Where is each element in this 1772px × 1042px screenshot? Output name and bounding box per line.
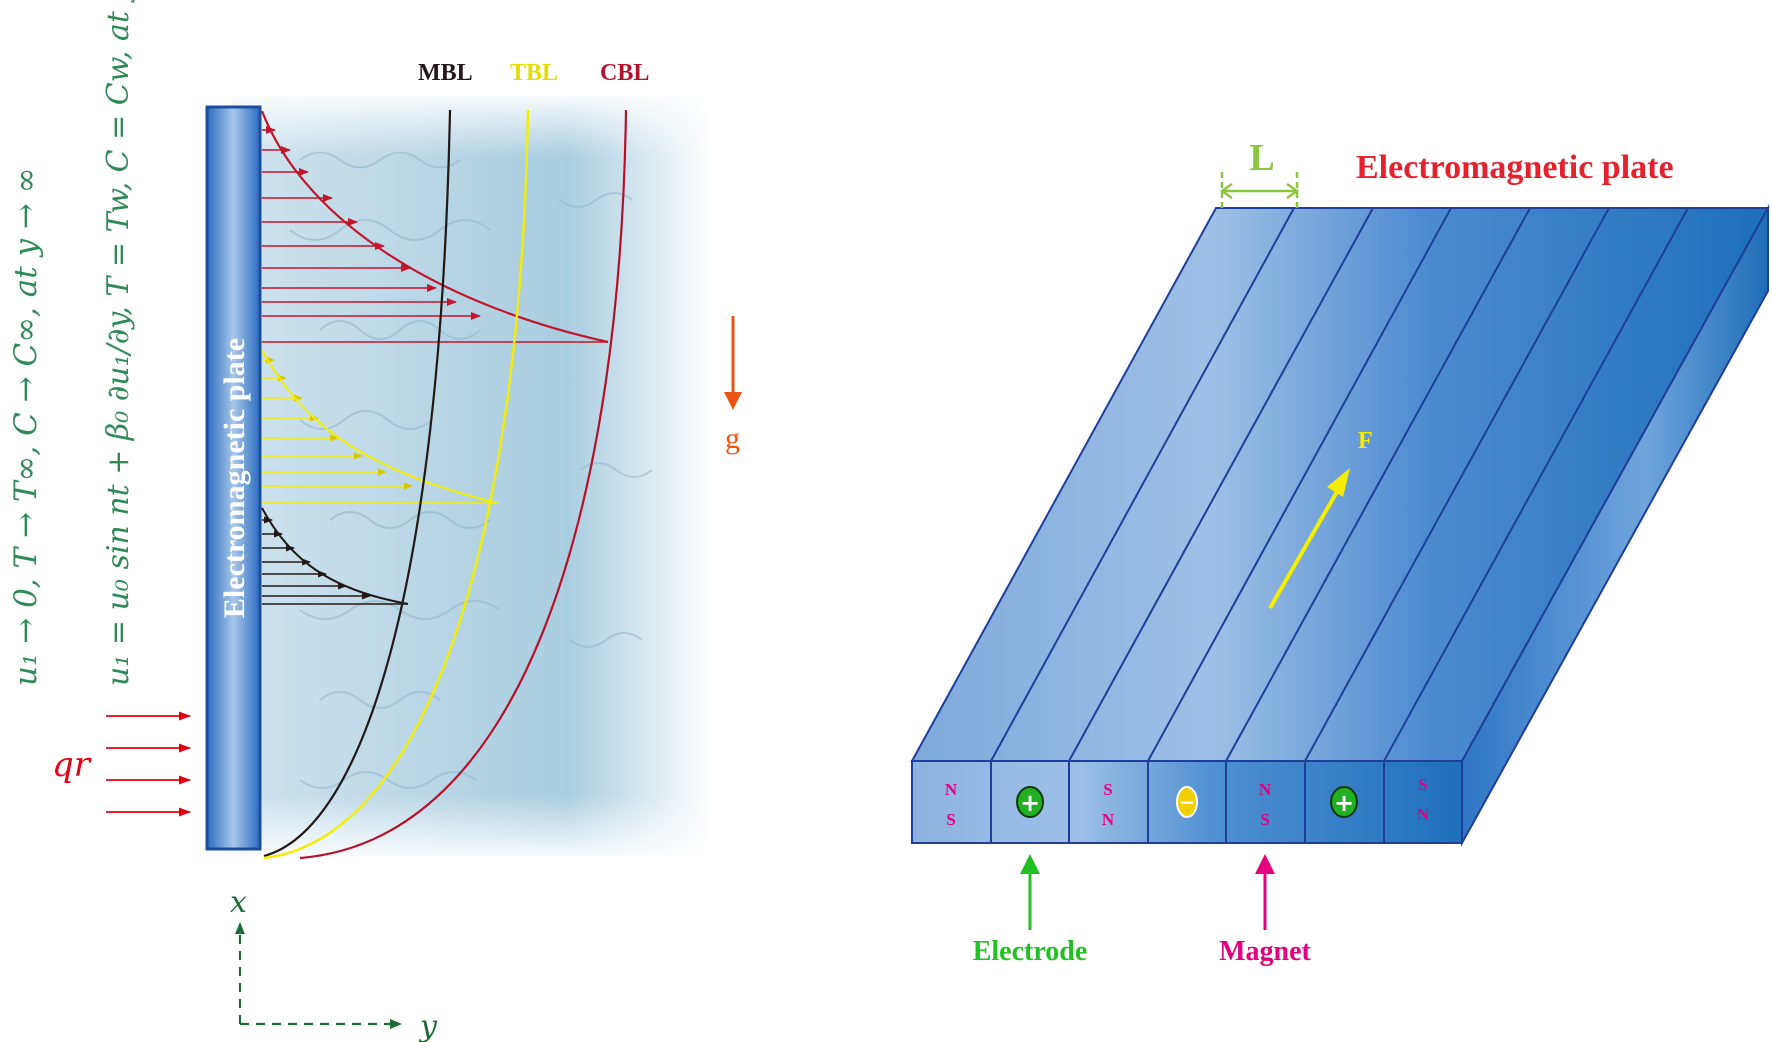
fluid-fade (232, 96, 712, 856)
momentum-profile (261, 507, 409, 605)
cbl-label: CBL (600, 60, 649, 86)
concentration-profile (260, 110, 609, 344)
segment-3-magnet: S N (1102, 780, 1115, 829)
segment-6-electrode-positive: + (1330, 786, 1358, 818)
force-label: F (1358, 428, 1373, 454)
gravity-label: g (725, 422, 740, 455)
concentration-boundary-layer-curve (299, 109, 628, 860)
thermal-profile (261, 349, 499, 504)
svg-text:S: S (1103, 780, 1112, 799)
svg-text:S: S (946, 810, 955, 829)
svg-text:N: N (1102, 810, 1115, 829)
x-axis-label: x (230, 885, 247, 920)
svg-text:+: + (1020, 789, 1040, 817)
right-panel: N S + S N − N S + S N (910, 137, 1770, 967)
svg-text:S: S (1260, 810, 1269, 829)
right-panel-title: Electromagnetic plate (1356, 149, 1674, 186)
mbl-label: MBL (418, 60, 473, 86)
segment-2-electrode-positive: + (1016, 786, 1044, 818)
segment-7-magnet: S N (1417, 775, 1430, 824)
tbl-label: TBL (510, 60, 558, 86)
electrode-label: Electrode (973, 936, 1088, 967)
magnet-arrowhead (1255, 854, 1275, 874)
width-label: L (1249, 137, 1274, 179)
electrode-arrowhead (1020, 854, 1040, 874)
momentum-boundary-layer-curve (263, 109, 452, 858)
radiation-arrows (106, 711, 191, 817)
segment-4-electrode-negative: − (1176, 786, 1198, 818)
svg-text:−: − (1179, 790, 1196, 814)
force-arrow (1268, 489, 1340, 609)
left-panel: Electromagnetic plate (8, 0, 742, 1042)
boundary-condition-far-field: u₁ → 0, T → T∞, C → C∞, at y → ∞ (8, 167, 44, 686)
electromagnetic-plate-vertical (205, 105, 262, 851)
svg-text:N: N (945, 780, 958, 799)
svg-text:+: + (1334, 789, 1354, 817)
svg-text:N: N (1417, 805, 1430, 824)
svg-text:S: S (1418, 775, 1427, 794)
y-axis-label: y (418, 1009, 438, 1042)
width-indicator (1219, 172, 1300, 210)
plate-label: Electromagnetic plate (218, 338, 251, 618)
radiation-label: qr (52, 745, 92, 785)
gravity-arrowhead (724, 392, 742, 410)
boundary-condition-wall: u₁ = u₀ sin nt + β₀ ∂u₁/∂y, T = Tw, C = … (101, 0, 136, 686)
magnet-label: Magnet (1219, 936, 1311, 967)
segment-1-magnet: N S (945, 780, 958, 829)
svg-text:N: N (1259, 780, 1272, 799)
segment-5-magnet: N S (1259, 780, 1272, 829)
thermal-boundary-layer-curve (263, 109, 530, 860)
plate-strip-lines (990, 207, 1689, 843)
force-arrowhead (1327, 468, 1350, 497)
